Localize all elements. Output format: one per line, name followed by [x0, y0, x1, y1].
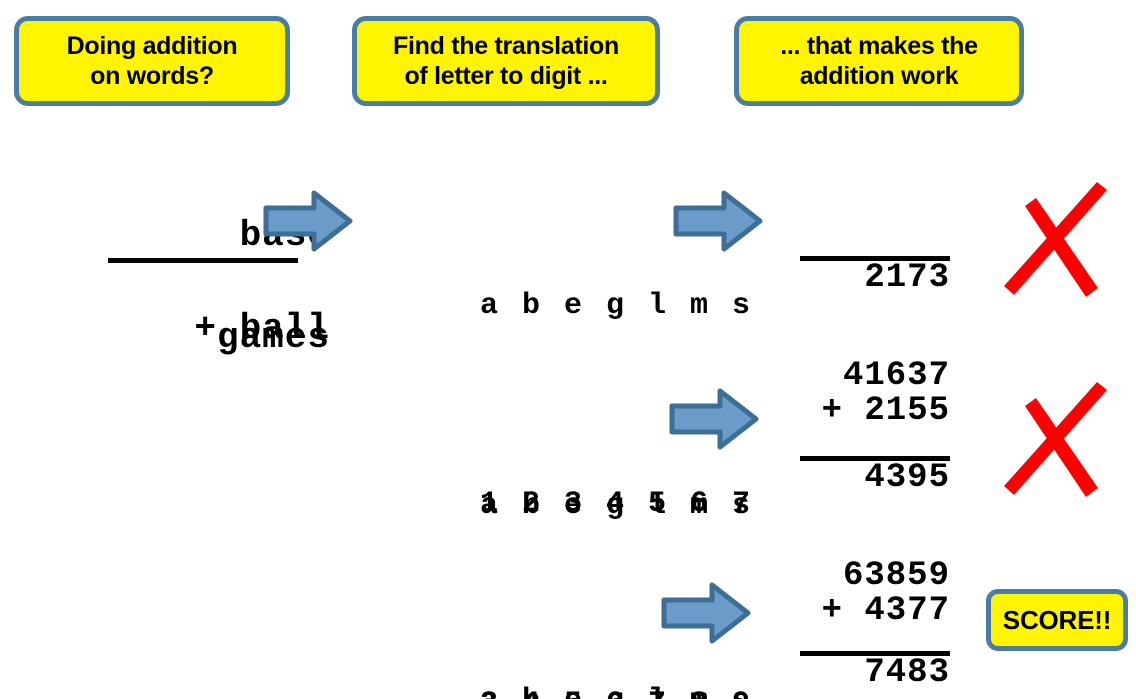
callout-text: Find the translation of letter to digit …	[393, 31, 619, 91]
mapping-letter: b	[510, 682, 552, 699]
flow-arrow-right-icon	[661, 582, 751, 644]
word-puzzle-addend2: + ball	[194, 308, 330, 350]
score-badge: SCORE!!	[986, 589, 1128, 651]
arithmetic-2: 4395 + 4377	[790, 368, 950, 699]
flow-arrow-right-icon	[673, 190, 763, 252]
mapping-letter: l	[648, 288, 667, 323]
callout-text: ... that makes the addition work	[780, 31, 978, 91]
word-puzzle-sum-text: games	[216, 316, 330, 358]
mapping-letter: s	[720, 682, 762, 699]
arithmetic-addend2: + 2155	[821, 391, 950, 430]
mapping-digit: 6	[594, 685, 636, 699]
mapping-digit: 4	[606, 486, 625, 521]
mapping-digit: 5	[552, 685, 594, 699]
mapping-letter: b	[522, 288, 541, 323]
flow-arrow-right-icon	[669, 388, 759, 450]
mapping-digit: 5	[648, 486, 667, 521]
arithmetic-addend1: 2173	[864, 259, 950, 298]
arithmetic-sum: 63859	[790, 466, 950, 687]
mapping-digit: 8	[678, 685, 720, 699]
mapping-letter: g	[606, 288, 625, 323]
arithmetic-addend1: 7483	[864, 654, 950, 693]
mapping-digit: 7	[636, 685, 678, 699]
callout-that-makes-the-addition-work: ... that makes the addition work	[734, 16, 1024, 106]
mapping-digit: 4	[510, 685, 552, 699]
mapping-digit: 6	[690, 486, 709, 521]
mapping-digit: 3	[564, 486, 583, 521]
callout-text: Doing addition on words?	[66, 31, 238, 91]
mapping-digit: 9	[720, 685, 762, 699]
arithmetic-1: 2173 + 2155	[790, 168, 950, 522]
mapping-letter: m	[690, 488, 709, 523]
mapping-letter: b	[522, 488, 541, 523]
mapping-letter: a	[468, 682, 510, 699]
mapping-digit: 1	[480, 486, 499, 521]
mapping-letter: g	[594, 682, 636, 699]
mapping-letter: s	[732, 288, 751, 323]
mapping-digit: 3	[468, 685, 510, 699]
mapping-letter: e	[564, 288, 583, 323]
arithmetic-addend1: 4395	[864, 459, 950, 498]
arithmetic-3: 7483 + 7455	[790, 563, 950, 699]
red-cross-icon	[1004, 382, 1107, 497]
word-puzzle-sum: games	[100, 268, 330, 408]
arithmetic-sum: 14938	[790, 661, 950, 699]
arithmetic-rule	[800, 456, 950, 461]
red-cross-icon	[1004, 182, 1107, 297]
arithmetic-addend2: + 4377	[821, 591, 950, 630]
mapping-letter: g	[606, 488, 625, 523]
mapping-digit: 2	[522, 486, 541, 521]
mapping-letter: m	[678, 682, 720, 699]
mapping-letter: l	[648, 488, 667, 523]
mapping-letter: e	[564, 488, 583, 523]
arithmetic-rule	[800, 651, 950, 656]
score-badge-label: SCORE!!	[1002, 604, 1112, 635]
arithmetic-sum: 41637	[790, 266, 950, 487]
mapping-letter: l	[636, 682, 678, 699]
mapping-digit: 7	[732, 486, 751, 521]
flow-arrow-right-icon	[263, 190, 353, 252]
mapping-digits-row: 3456789	[360, 645, 762, 699]
mapping-letter: s	[732, 488, 751, 523]
mapping-letter: a	[480, 288, 499, 323]
arithmetic-sum-text: 63859	[842, 557, 950, 596]
word-puzzle-rule	[108, 258, 298, 263]
callout-find-the-translation: Find the translation of letter to digit …	[352, 16, 660, 106]
arithmetic-sum-text: 41637	[842, 357, 950, 396]
mapping-letter: a	[480, 488, 499, 523]
arithmetic-rule	[800, 256, 950, 261]
mapping-letter: e	[552, 682, 594, 699]
callout-doing-addition-on-words: Doing addition on words?	[14, 16, 290, 106]
mapping-letter: m	[690, 288, 709, 323]
